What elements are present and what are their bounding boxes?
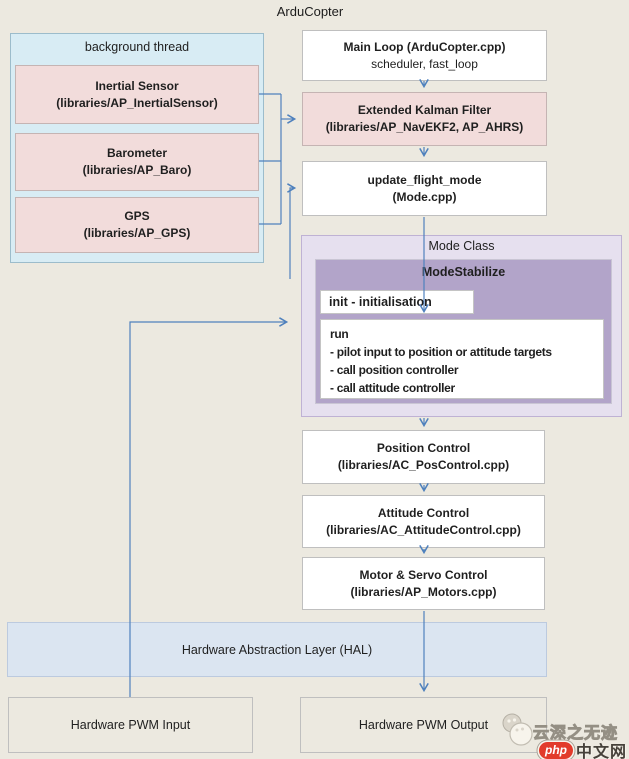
run-item: - call position controller xyxy=(330,363,459,377)
hal-band: Hardware Abstraction Layer (HAL) xyxy=(7,622,547,677)
inertial-sensor-box: Inertial Sensor (libraries/AP_InertialSe… xyxy=(15,65,259,124)
gps-box: GPS (libraries/AP_GPS) xyxy=(15,197,259,253)
gps-title: GPS xyxy=(124,209,150,223)
run-item: - pilot input to position or attitude ta… xyxy=(330,345,552,359)
run-title: run xyxy=(330,327,349,341)
main-loop-title: Main Loop (ArduCopter.cpp) xyxy=(343,39,506,54)
motor-servo-title: Motor & Servo Control xyxy=(359,567,488,582)
watermark-text: 云深之无迹 xyxy=(532,725,619,743)
background-thread-label: background thread xyxy=(84,40,190,54)
update-flight-mode-title: update_flight_mode xyxy=(367,172,482,187)
pwm-output-label: Hardware PWM Output xyxy=(358,717,489,732)
ekf-title: Extended Kalman Filter xyxy=(357,103,492,117)
mode-stabilize-title: ModeStabilize xyxy=(421,265,506,279)
arrow-modeclass-to-updateflightmode xyxy=(287,183,297,279)
update-flight-mode-subtitle: (Mode.cpp) xyxy=(392,189,457,204)
attitude-control-subtitle: (libraries/AC_AttitudeControl.cpp) xyxy=(326,522,521,537)
run-box: run - pilot input to position or attitud… xyxy=(320,319,604,399)
main-loop-subtitle: scheduler, fast_loop xyxy=(371,56,478,71)
ekf-box: Extended Kalman Filter (libraries/AP_Nav… xyxy=(302,92,547,146)
barometer-box: Barometer (libraries/AP_Baro) xyxy=(15,133,259,191)
attitude-control-title: Attitude Control xyxy=(377,505,470,520)
watermark: 云深之无迹 php 中文网 xyxy=(495,705,627,759)
mode-class-label: Mode Class xyxy=(428,239,495,253)
hal-label: Hardware Abstraction Layer (HAL) xyxy=(181,642,373,657)
php-logo: php xyxy=(539,741,573,759)
init-box: init - initialisation xyxy=(320,290,474,314)
pwm-input-label: Hardware PWM Input xyxy=(70,717,191,732)
barometer-subtitle: (libraries/AP_Baro) xyxy=(82,163,192,177)
inertial-sensor-subtitle: (libraries/AP_InertialSensor) xyxy=(56,95,218,110)
motor-servo-subtitle: (libraries/AP_Motors.cpp) xyxy=(350,584,497,599)
watermark-logo: php 中文网 xyxy=(539,738,627,759)
mode-stabilize-group: ModeStabilize init - initialisation run … xyxy=(315,259,612,404)
run-item: - call attitude controller xyxy=(330,381,455,395)
motor-servo-control-box: Motor & Servo Control (libraries/AP_Moto… xyxy=(302,557,545,610)
inertial-sensor-title: Inertial Sensor xyxy=(95,78,179,93)
mode-class-group: Mode Class ModeStabilize init - initiali… xyxy=(301,235,622,417)
position-control-box: Position Control (libraries/AC_PosContro… xyxy=(302,430,545,484)
gps-subtitle: (libraries/AP_GPS) xyxy=(83,226,191,240)
attitude-control-box: Attitude Control (libraries/AC_AttitudeC… xyxy=(302,495,545,548)
update-flight-mode-box: update_flight_mode (Mode.cpp) xyxy=(302,161,547,216)
background-thread-group: background thread Inertial Sensor (libra… xyxy=(10,33,264,263)
barometer-title: Barometer xyxy=(106,146,168,160)
main-loop-box: Main Loop (ArduCopter.cpp) scheduler, fa… xyxy=(302,30,547,81)
position-control-title: Position Control xyxy=(376,441,471,455)
watermark-bubbles-icon xyxy=(502,713,533,746)
position-control-subtitle: (libraries/AC_PosControl.cpp) xyxy=(337,458,510,472)
hardware-pwm-input-box: Hardware PWM Input xyxy=(8,697,253,753)
diagram-title: ArduCopter xyxy=(276,4,344,19)
watermark-cn-text: 中文网 xyxy=(576,744,628,759)
ekf-subtitle: (libraries/AP_NavEKF2, AP_AHRS) xyxy=(325,120,524,134)
